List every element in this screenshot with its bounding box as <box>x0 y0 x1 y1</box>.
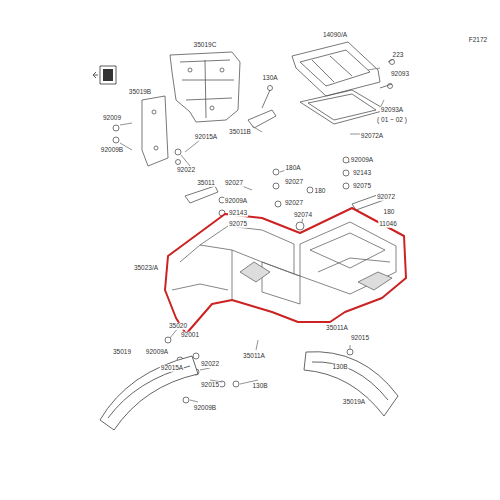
callout-number: 92072A <box>360 133 384 140</box>
callout-number: 92143 <box>352 170 372 177</box>
callout-number: 92009A <box>145 349 169 356</box>
callout-number: 92015 <box>200 382 220 389</box>
seal-part <box>300 90 386 124</box>
mud-flap <box>100 352 398 430</box>
cover-part <box>292 42 380 96</box>
callout-number: 92075 <box>352 183 372 190</box>
callout-number: 35019 <box>112 349 132 356</box>
callout-number: 92075 <box>228 221 248 228</box>
callout-number: 35011A <box>325 325 349 332</box>
callout-number: 92074 <box>293 212 313 219</box>
callout-number: 11046 <box>378 221 398 228</box>
callout-number: 130B <box>251 383 268 390</box>
callout-number: 92009A <box>224 198 248 205</box>
callout-number: 92027 <box>284 179 304 186</box>
callout-number: 14090/A <box>322 32 348 39</box>
callout-number: 92093A <box>380 107 404 114</box>
callout-number: 35019A <box>342 399 366 406</box>
callout-number: 92015 <box>350 335 370 342</box>
callout-number: 35011B <box>228 129 252 136</box>
callout-number: 35023/A <box>133 265 159 272</box>
rear-fender <box>165 208 406 334</box>
callout-number: 92015A <box>194 134 218 141</box>
hinge-part <box>185 186 218 203</box>
callout-number: 92093 <box>390 71 410 78</box>
callout-number: 92009A <box>350 157 374 164</box>
callout-number: 180A <box>284 165 301 172</box>
callout-number: 35019B <box>128 89 152 96</box>
callout-number: 92009B <box>193 405 217 412</box>
callout-number: 130B <box>331 364 348 371</box>
callout-number: 92001 <box>180 332 200 339</box>
callout-number: F2172 <box>468 37 488 44</box>
callout-number: 92009 <box>102 115 122 122</box>
callout-number: 35020 <box>168 323 188 330</box>
callout-number: 92027 <box>224 180 244 187</box>
callout-number: 180 <box>383 209 396 216</box>
bracket-part <box>142 96 168 166</box>
callout-number: 92143 <box>228 210 248 217</box>
callout-number: 92027 <box>284 200 304 207</box>
callout-number: 180 <box>314 188 327 195</box>
hinge-part <box>248 110 276 128</box>
callout-number: 92072 <box>376 194 396 201</box>
callout-number: 35011 <box>196 180 216 187</box>
callout-number: 35019C <box>193 42 218 49</box>
callout-number: 92022 <box>200 361 220 368</box>
callout-number: 130A <box>261 75 278 82</box>
callout-number: 92009B <box>100 147 124 154</box>
callout-number: 92015A <box>160 365 184 372</box>
reference-icon <box>93 66 116 84</box>
callout-number: 92022 <box>176 167 196 174</box>
callout-number: 35011A <box>242 353 266 360</box>
bracket-part <box>170 52 240 122</box>
callout-number: ( 01 ~ 02 ) <box>376 117 408 124</box>
callout-number: 223 <box>392 52 405 59</box>
